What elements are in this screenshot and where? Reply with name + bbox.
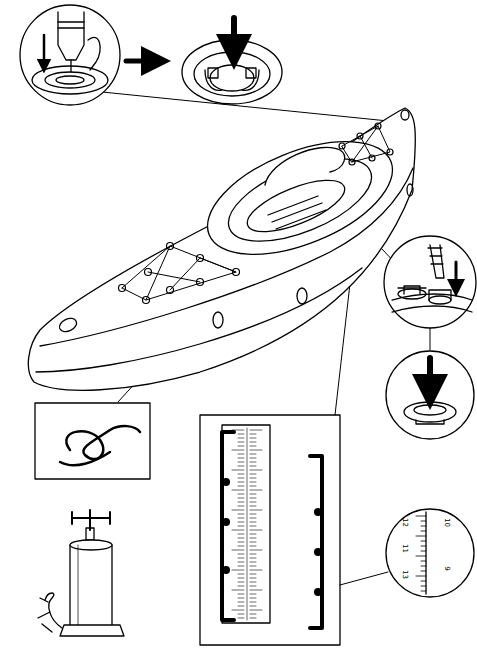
- scale-number: 12: [400, 518, 407, 527]
- scale-number: 9: [443, 566, 450, 570]
- valve-closed: [182, 18, 282, 104]
- scale-number: 11: [400, 544, 407, 553]
- inflation-valve-detail: [384, 236, 476, 328]
- valve-cap-detail: [386, 351, 474, 439]
- gauge-zoom: [386, 509, 474, 597]
- hand-pump: [38, 510, 124, 636]
- valve-detail: [20, 5, 156, 105]
- scale-number: 10: [442, 518, 449, 527]
- pressure-gauge-panel: [200, 415, 340, 645]
- scale-number: 13: [400, 570, 407, 579]
- rope-detail: [35, 403, 150, 479]
- kayak-body: [28, 108, 415, 390]
